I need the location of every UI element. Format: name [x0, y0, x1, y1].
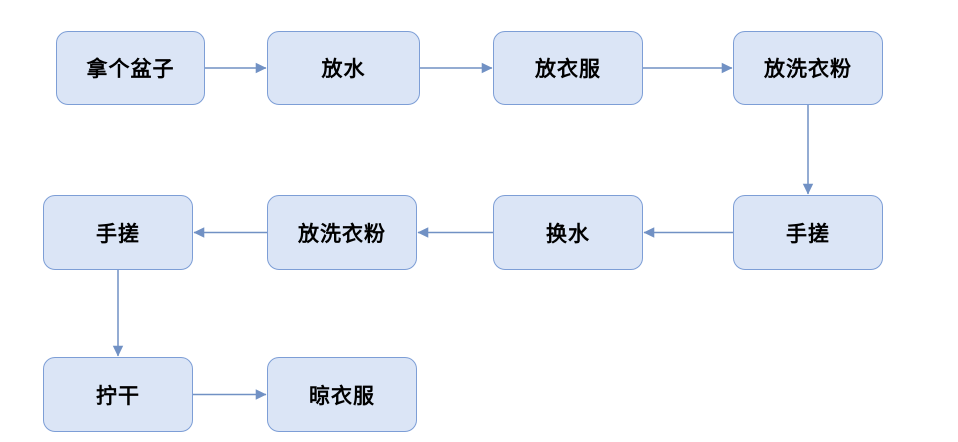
- flow-node-n9: 拧干: [43, 357, 193, 432]
- flow-node-label: 放水: [321, 57, 366, 81]
- flow-node-n5: 手搓: [733, 195, 883, 270]
- flow-node-label: 拧干: [96, 383, 140, 408]
- flow-node-n4: 放洗衣粉: [733, 31, 883, 105]
- flow-node-label: 换水: [546, 221, 590, 246]
- flow-node-label: 晾衣服: [309, 383, 375, 408]
- flow-node-label: 手搓: [96, 221, 140, 246]
- flow-node-n1: 拿个盆子: [56, 31, 205, 105]
- flow-node-n10: 晾衣服: [267, 357, 417, 432]
- flow-node-label: 放洗衣粉: [764, 57, 852, 81]
- flow-node-n3: 放衣服: [493, 31, 643, 105]
- flow-node-label: 拿个盆子: [86, 57, 175, 81]
- flow-node-n7: 放洗衣粉: [267, 195, 417, 270]
- flow-node-n2: 放水: [267, 31, 420, 105]
- flow-node-label: 放洗衣粉: [298, 221, 386, 246]
- flow-node-n8: 手搓: [43, 195, 193, 270]
- flow-node-label: 手搓: [786, 221, 830, 246]
- flow-node-label: 放衣服: [535, 57, 601, 81]
- flow-node-n6: 换水: [493, 195, 643, 270]
